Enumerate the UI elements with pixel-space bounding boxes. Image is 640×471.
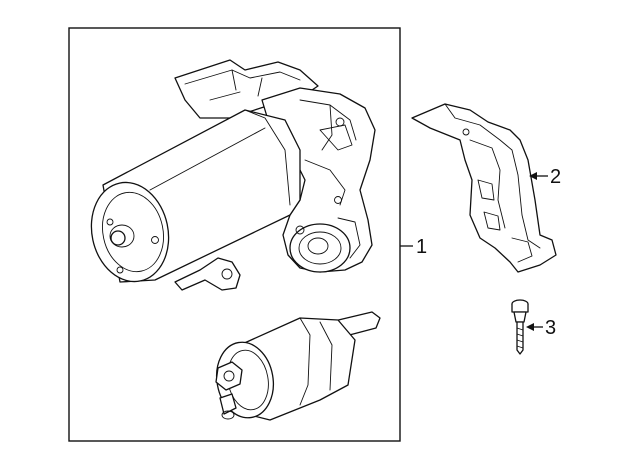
leader-arrow-2: [529, 172, 537, 180]
callout-label-3: 3: [545, 317, 556, 339]
assembly-frame: [68, 27, 401, 442]
solenoid-icon[interactable]: [211, 311, 381, 422]
bracket-icon[interactable]: [411, 103, 557, 273]
callout-1: 1: [400, 236, 427, 258]
leader-arrow-3: [526, 323, 534, 331]
bolt-icon[interactable]: [511, 299, 529, 355]
callout-label-1: 1: [416, 236, 427, 258]
starter-motor-assembly-icon[interactable]: [82, 59, 376, 291]
callout-label-2: 2: [550, 166, 561, 188]
callout-3: 3: [526, 317, 556, 339]
callout-2: 2: [529, 166, 561, 188]
